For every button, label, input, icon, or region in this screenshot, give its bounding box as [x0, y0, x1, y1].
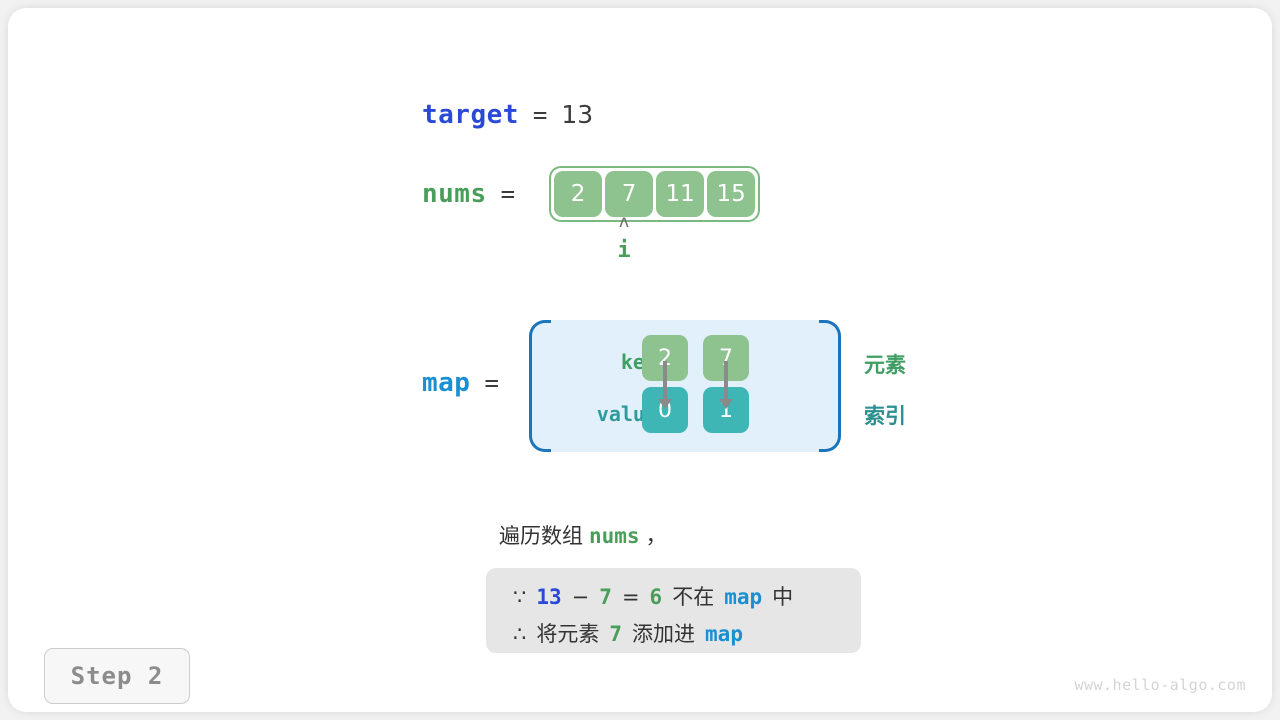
info-map-token-2: map — [705, 622, 743, 646]
info-mid-text: 不在 — [672, 585, 715, 609]
nums-row: nums = 2 7 11 15 — [422, 166, 761, 222]
info-equals-sign: = — [621, 585, 640, 609]
target-equals-sign: = — [532, 101, 548, 129]
nums-variable-label: nums — [422, 179, 487, 209]
diagram-card: target = 13 nums = 2 7 11 15 ʌ i map = k… — [8, 8, 1272, 712]
info-operand-b: 7 — [599, 585, 612, 609]
narration-code-nums: nums — [589, 524, 640, 548]
map-entry-arrow-icon — [658, 361, 672, 409]
info-minus-sign: − — [571, 585, 590, 609]
info-mid-text-2: 添加进 — [632, 622, 696, 646]
info-map-token: map — [724, 585, 763, 609]
pointer-caret-icon: ʌ — [618, 212, 630, 232]
info-element-value: 7 — [609, 622, 623, 646]
info-operand-a: 13 — [536, 585, 562, 609]
therefore-symbol: ∴ — [513, 622, 527, 646]
info-result: 6 — [649, 585, 663, 609]
target-variable-label: target — [422, 100, 519, 130]
target-row: target = 13 — [422, 100, 593, 130]
map-container: key value 2 0 7 1 — [529, 320, 841, 452]
map-equals-sign: = — [484, 369, 499, 397]
info-line-because: ∵ 13−7 = 6 不在 map 中 — [508, 581, 798, 611]
array-cell: 11 — [656, 171, 705, 217]
array-cell: 7 — [605, 171, 654, 217]
array-container: 2 7 11 15 — [549, 166, 761, 222]
legend-index-label: 索引 — [864, 404, 906, 428]
info-box: ∵ 13−7 = 6 不在 map 中 ∴ 将元素 7 添加进 map — [486, 568, 861, 653]
info-line-therefore: ∴ 将元素 7 添加进 map — [508, 618, 748, 648]
info-tail-text: 中 — [772, 585, 794, 609]
pointer-label-i: i — [617, 238, 631, 263]
target-value: 13 — [561, 100, 594, 129]
map-entry-arrow-icon — [719, 361, 733, 409]
step-badge: Step 2 — [44, 648, 190, 704]
map-row-label-value: value — [596, 402, 657, 426]
map-row: map = — [422, 368, 499, 398]
array-cell: 15 — [707, 171, 756, 217]
map-row-label-key: key — [620, 350, 657, 374]
because-symbol: ∵ — [513, 585, 527, 609]
map-entry: 2 0 — [642, 335, 688, 433]
narration-prefix: 遍历数组 — [499, 524, 583, 548]
array-cell: 2 — [554, 171, 603, 217]
array-pointer: ʌ i — [600, 212, 648, 264]
map-variable-label: map — [422, 368, 471, 398]
narration-suffix: ， — [645, 524, 667, 548]
legend-element-label: 元素 — [864, 353, 906, 377]
watermark: www.hello-algo.com — [1074, 676, 1246, 694]
map-inner: key value 2 0 7 1 — [529, 320, 841, 452]
nums-equals-sign: = — [500, 180, 516, 208]
info-lead-text: 将元素 — [536, 622, 600, 646]
map-entry: 7 1 — [703, 335, 749, 433]
